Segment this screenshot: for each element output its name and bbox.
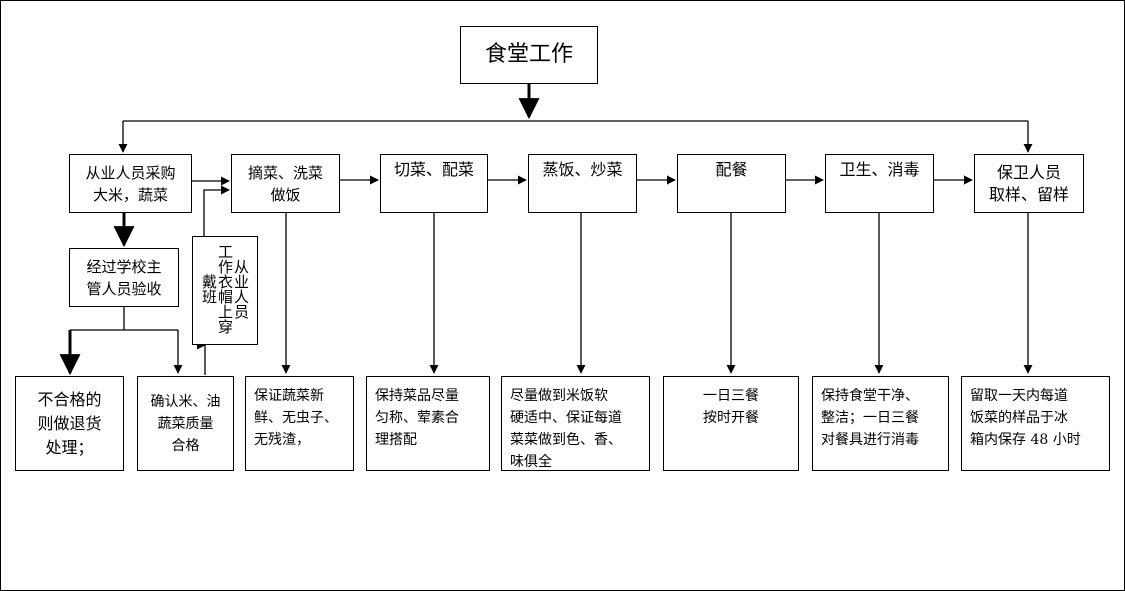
note-wash-line1: 保证蔬菜新 — [254, 388, 324, 404]
stage-sample-line2: 取样、留样 — [988, 184, 1069, 204]
stage-cut-label: 切菜、配菜 — [393, 160, 474, 179]
title-text: 食堂工作 — [484, 42, 573, 67]
note-sample: 留取一天内每道 饭菜的样品于冰 箱内保存 48 小时 — [961, 376, 1110, 471]
note-clean-line3: 对餐具进行消毒 — [821, 432, 919, 448]
note-serve-line1: 一日三餐 — [703, 388, 759, 404]
note-reject-line2: 则做退货 — [37, 413, 102, 433]
workwear-col2: 工作衣帽上穿戴班 — [200, 244, 234, 334]
inspect-line2: 管人员验收 — [86, 279, 162, 298]
stage-clean: 卫生、消毒 — [825, 154, 934, 213]
note-reject-line3: 处理； — [45, 437, 94, 457]
stage-wash: 摘菜、洗菜 做饭 — [231, 154, 340, 213]
note-accept: 确认米、油 蔬菜质量 合格 — [137, 376, 234, 471]
note-sample-line3: 箱内保存 48 小时 — [970, 432, 1081, 448]
note-wash-line2: 鲜、无虫子、 — [254, 410, 338, 426]
stage-purchase-line1: 从业人员采购 — [85, 163, 176, 182]
stage-serve-label: 配餐 — [715, 160, 748, 179]
note-wash: 保证蔬菜新 鲜、无虫子、 无残渣， — [245, 376, 354, 471]
stage-sample-line1: 保卫人员 — [996, 162, 1061, 182]
note-cut-line1: 保持菜品尽量 — [375, 388, 459, 404]
note-clean-line2: 整洁；一日三餐 — [821, 410, 919, 426]
note-cook-line1: 尽量做到米饭软 — [510, 388, 608, 404]
note-cut: 保持菜品尽量 匀称、荤素合 理搭配 — [366, 376, 490, 471]
note-accept-line1: 确认米、油 — [150, 393, 221, 410]
note-reject: 不合格的 则做退货 处理； — [15, 376, 124, 471]
stage-purchase-line2: 大米，蔬菜 — [92, 185, 168, 204]
note-cut-line3: 理搭配 — [375, 432, 417, 448]
workwear-box: 从业人员 工作衣帽上穿戴班 — [192, 236, 258, 345]
stage-clean-label: 卫生、消毒 — [839, 160, 920, 179]
stage-cut: 切菜、配菜 — [380, 154, 488, 213]
note-accept-line2: 蔬菜质量 — [157, 415, 214, 432]
note-reject-line1: 不合格的 — [37, 389, 102, 409]
note-cook-line2: 硬适中、保证每道 — [510, 410, 622, 426]
note-wash-line3: 无残渣， — [254, 432, 310, 448]
note-clean-line1: 保持食堂干净、 — [821, 388, 919, 404]
inspect-line1: 经过学校主 — [86, 257, 162, 276]
note-serve-line2: 按时开餐 — [703, 410, 759, 426]
workwear-col1: 从业人员 — [232, 259, 250, 319]
stage-serve: 配餐 — [677, 154, 786, 213]
note-serve: 一日三餐 按时开餐 — [663, 376, 799, 471]
title-box: 食堂工作 — [460, 26, 598, 84]
note-cook: 尽量做到米饭软 硬适中、保证每道 菜菜做到色、香、 味俱全 — [501, 376, 650, 471]
inspect-box: 经过学校主 管人员验收 — [69, 248, 179, 307]
note-accept-line3: 合格 — [171, 437, 200, 454]
note-clean: 保持食堂干净、 整洁；一日三餐 对餐具进行消毒 — [812, 376, 949, 471]
arrow-workwear-wash — [203, 185, 230, 236]
note-cut-line2: 匀称、荤素合 — [375, 410, 459, 426]
stage-purchase: 从业人员采购 大米，蔬菜 — [69, 154, 192, 213]
stage-sample: 保卫人员 取样、留样 — [974, 154, 1084, 213]
note-cook-line4: 味俱全 — [510, 454, 552, 470]
stage-wash-line2: 做饭 — [270, 185, 301, 204]
stage-wash-line1: 摘菜、洗菜 — [247, 163, 323, 182]
note-sample-line1: 留取一天内每道 — [970, 388, 1068, 404]
stage-cook-label: 蒸饭、炒菜 — [542, 160, 623, 179]
stage-cook: 蒸饭、炒菜 — [528, 154, 637, 213]
note-sample-line2: 饭菜的样品于冰 — [970, 410, 1068, 426]
note-cook-line3: 菜菜做到色、香、 — [510, 432, 622, 448]
